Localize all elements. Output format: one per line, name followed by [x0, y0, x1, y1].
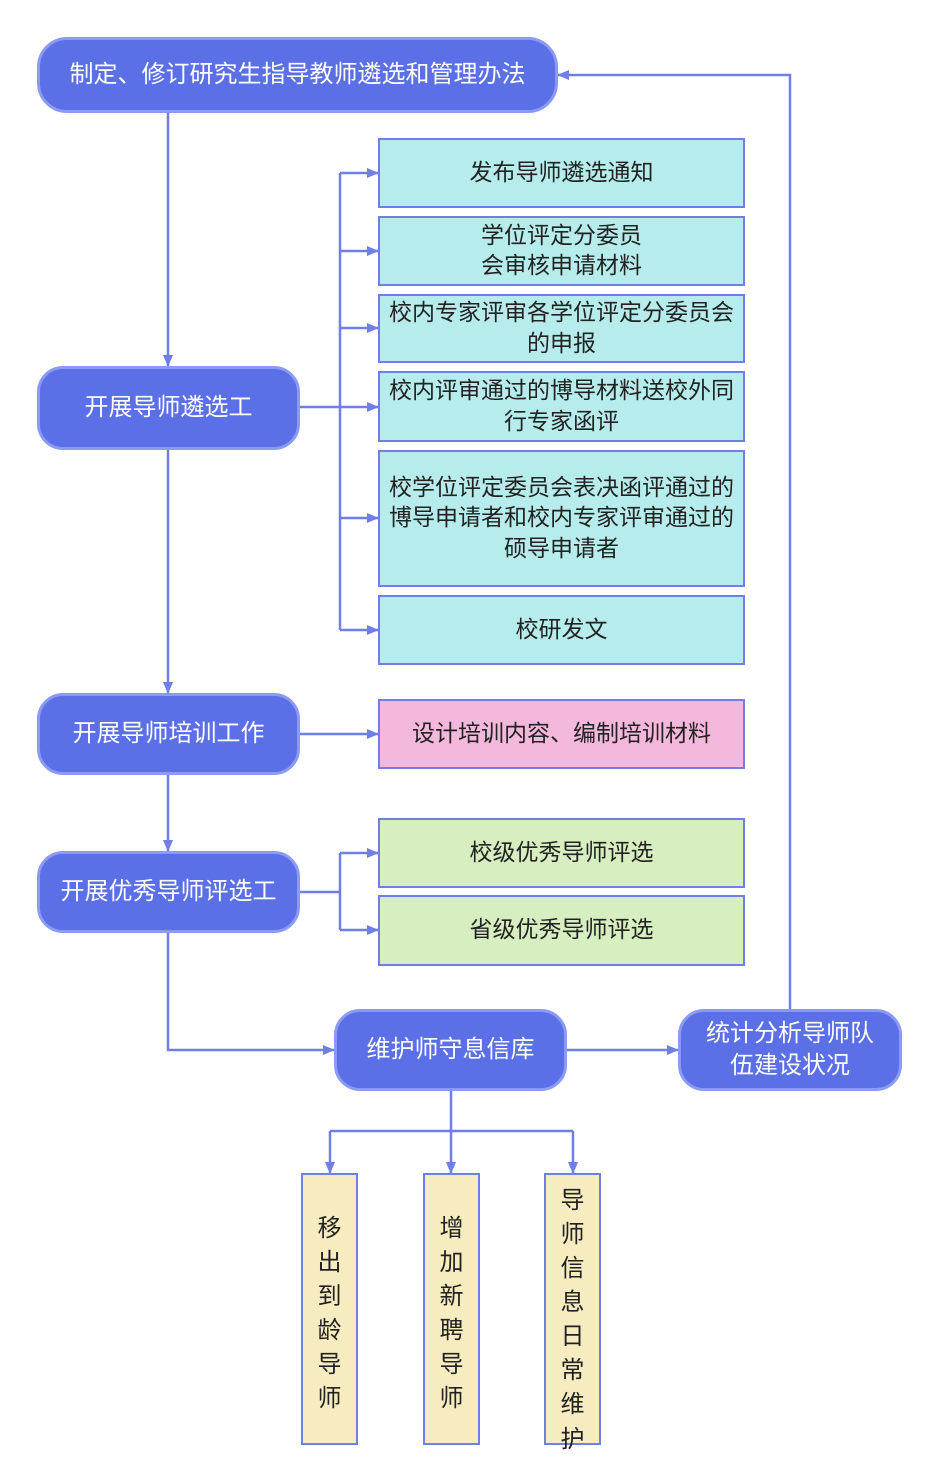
selection-step-notice: 发布导师遴选通知: [378, 138, 745, 208]
selection-branch-trunk: [300, 173, 342, 630]
selection-node: 开展导师遴选工: [37, 366, 300, 450]
database-step-remove-retired: 移出到龄导师: [301, 1173, 358, 1445]
database-step-daily-maintenance-label: 导师信息日常维护: [560, 1186, 585, 1453]
database-step-daily-maintenance: 导师信息日常维护: [544, 1173, 601, 1453]
excellence-step-province: 省级优秀导师评选: [378, 895, 745, 966]
training-node: 开展导师培训工作: [37, 693, 300, 775]
excellence-node: 开展优秀导师评选工: [37, 851, 300, 933]
selection-step-vote: 校学位评定委员会表决函评通过的博导申请者和校内专家评审通过的硕导申请者: [378, 450, 745, 587]
database-branch-trunk: [330, 1091, 573, 1133]
training-step-materials: 设计培训内容、编制培训材料: [378, 699, 745, 769]
policy-node: 制定、修订研究生指导教师遴选和管理办法: [37, 37, 558, 113]
arrow-stats-to-policy: [557, 70, 792, 1009]
selection-step-external-review: 校内评审通过的博导材料送校外同行专家函评: [378, 371, 745, 442]
database-node: 维护师守息信库: [334, 1009, 567, 1091]
stats-node: 统计分析导师队伍建设状况: [678, 1009, 902, 1091]
excellence-step-school: 校级优秀导师评选: [378, 818, 745, 888]
selection-step-announcement: 校研发文: [378, 595, 745, 665]
database-step-add-new: 增加新聘导师: [423, 1173, 480, 1445]
arrow-excellence-to-database: [166, 933, 335, 1055]
database-step-add-new-label: 增加新聘导师: [439, 1214, 464, 1413]
excellence-branch-trunk: [300, 853, 342, 930]
selection-step-committee-review: 学位评定分委员会审核申请材料: [378, 216, 745, 286]
selection-step-expert-review: 校内专家评审各学位评定分委员会的申报: [378, 294, 745, 363]
database-step-remove-retired-label: 移出到龄导师: [317, 1214, 342, 1413]
